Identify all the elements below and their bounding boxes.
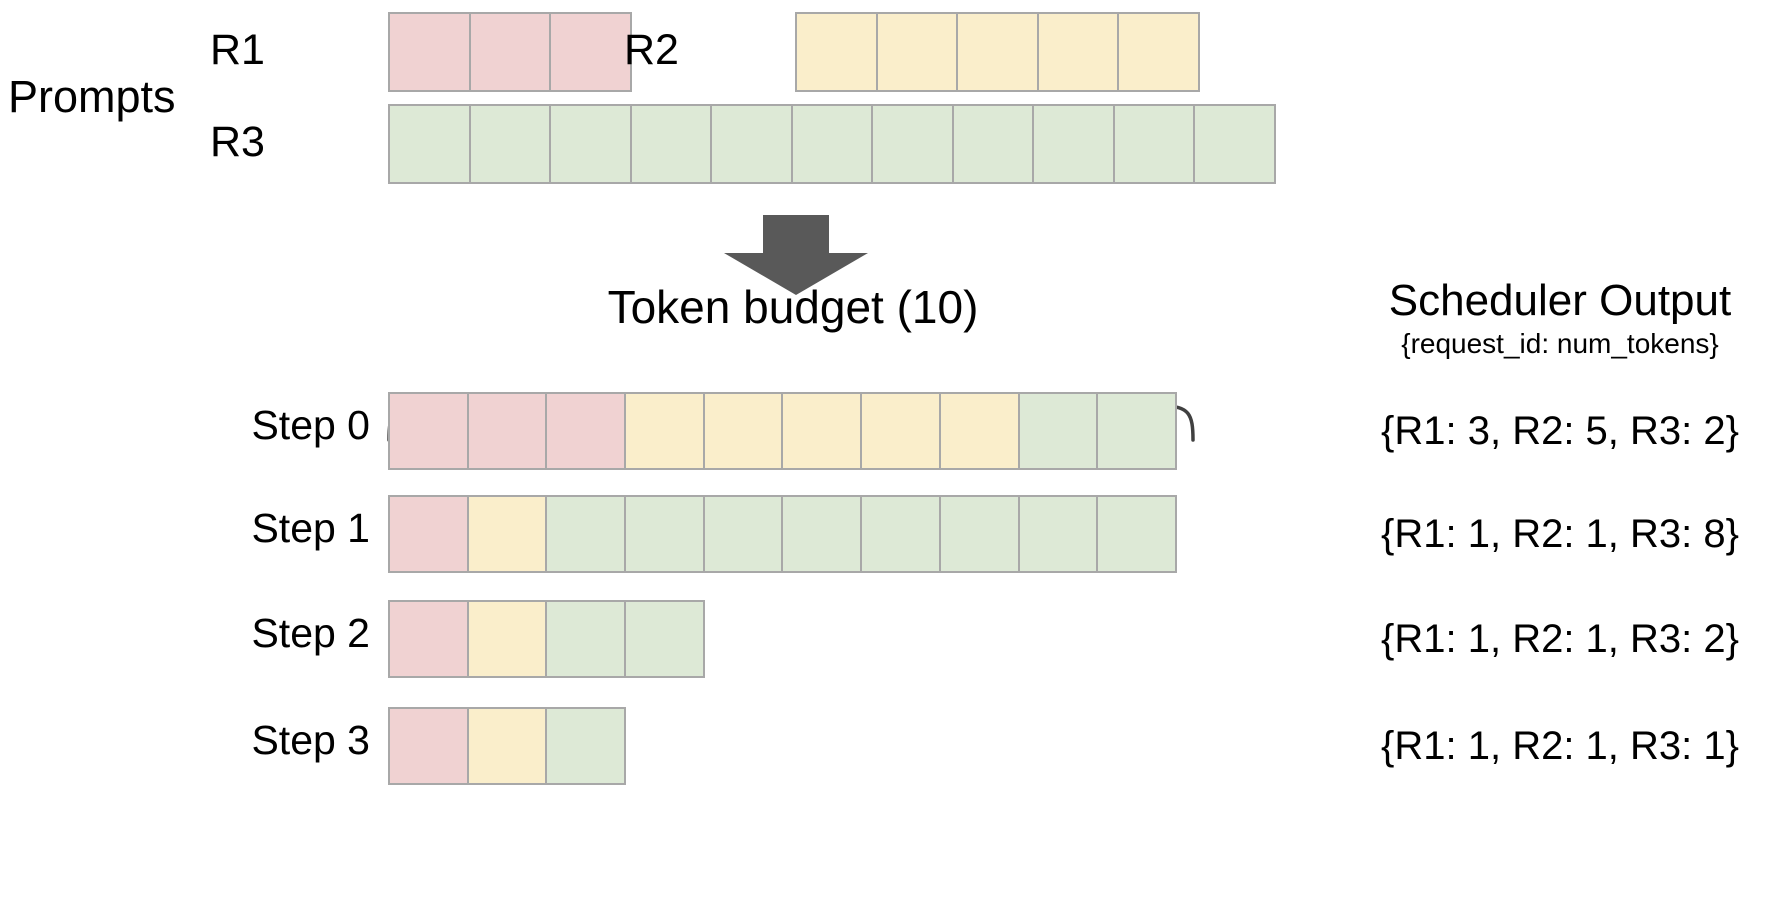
prompt-row-r3 [388,104,1276,184]
request-label-r3: R3 [210,118,265,166]
step1-r3-token-cell [702,495,784,573]
prompt-r3-token-cell [629,104,712,184]
step0-r2-token-cell [624,392,705,470]
step-label-2: Step 2 [251,610,370,656]
scheduler-output-title: Scheduler Output [1388,276,1732,325]
prompt-r3-token-cell [871,104,954,184]
step-row-3 [388,707,627,785]
prompt-r3-token-cell [549,104,632,184]
request-label-r1: R1 [210,26,265,74]
step1-r2-token-cell [466,495,548,573]
step3-r2-token-cell [466,707,548,785]
step0-r3-token-cell [1017,392,1099,470]
step2-r3-token-cell [545,600,627,678]
prompt-r2-token-cell [1036,12,1119,92]
step1-r3-token-cell [545,495,627,573]
step1-r3-token-cell [781,495,863,573]
step2-r3-token-cell [624,600,705,678]
request-label-r2: R2 [624,26,679,74]
prompt-r3-token-cell [951,104,1034,184]
prompt-r3-token-cell [710,104,793,184]
prompt-r3-token-cell [468,104,551,184]
token-budget-label: Token budget (10) [607,281,979,333]
scheduler-output-step-2: {R1: 1, R2: 1, R3: 2} [1381,617,1739,661]
step1-r3-token-cell [1096,495,1177,573]
scheduler-output-step-0: {R1: 3, R2: 5, R3: 2} [1381,409,1739,453]
prompt-r3-token-cell [790,104,873,184]
step0-r2-token-cell [938,392,1020,470]
prompt-r1-token-cell [549,12,632,92]
step0-r2-token-cell [702,392,784,470]
step-label-1: Step 1 [251,505,370,551]
prompt-r1-token-cell [468,12,551,92]
prompt-r3-token-cell [388,104,471,184]
step3-r1-token-cell [388,707,469,785]
step-label-0: Step 0 [251,402,370,448]
step0-r2-token-cell [860,392,941,470]
scheduler-output-step-1: {R1: 1, R2: 1, R3: 8} [1381,512,1739,556]
step0-r1-token-cell [388,392,469,470]
step0-r2-token-cell [781,392,863,470]
step-row-2 [388,600,705,678]
prompt-r2-token-cell [956,12,1039,92]
step3-r3-token-cell [545,707,627,785]
prompt-r1-token-cell [388,12,471,92]
scheduler-output-subtitle: {request_id: num_tokens} [1401,328,1719,359]
step1-r3-token-cell [624,495,705,573]
prompts-section-label: Prompts [8,71,176,122]
prompt-row-r2 [795,12,1200,92]
step2-r1-token-cell [388,600,469,678]
scheduler-output-step-3: {R1: 1, R2: 1, R3: 1} [1381,724,1739,768]
step-row-1 [388,495,1177,573]
step1-r3-token-cell [860,495,941,573]
step0-r3-token-cell [1096,392,1177,470]
step1-r1-token-cell [388,495,469,573]
step1-r3-token-cell [938,495,1020,573]
prompt-r3-token-cell [1032,104,1115,184]
step0-r1-token-cell [466,392,548,470]
step1-r3-token-cell [1017,495,1099,573]
prompt-r2-token-cell [1117,12,1200,92]
prompt-row-r1 [388,12,632,92]
prompt-r3-token-cell [1193,104,1276,184]
prompt-r2-token-cell [795,12,878,92]
down-arrow-icon [716,210,876,300]
step-row-0 [388,392,1177,470]
prompt-r2-token-cell [875,12,958,92]
step2-r2-token-cell [466,600,548,678]
step0-r1-token-cell [545,392,627,470]
step-label-3: Step 3 [251,717,370,763]
prompt-r3-token-cell [1112,104,1195,184]
